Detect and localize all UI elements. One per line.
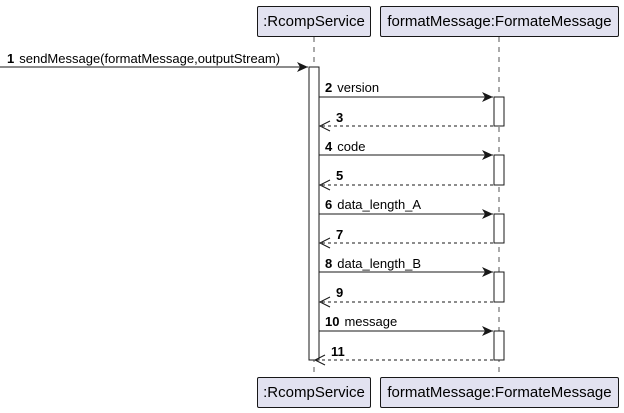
message-7-arrowhead (318, 237, 331, 249)
participant-format-message-top: formatMessage:FormateMessage (380, 6, 619, 37)
activation-format-5 (493, 330, 505, 361)
activation-format-3 (493, 213, 505, 244)
participant-rcomp-service-bottom: :RcompService (257, 377, 371, 408)
message-5-arrowhead (318, 179, 331, 191)
activation-format-1 (493, 96, 505, 127)
participant-rcomp-service-top: :RcompService (257, 6, 371, 37)
message-11-label: 11 (331, 344, 345, 359)
message-9-arrowhead (318, 296, 331, 308)
message-7-label: 7 (336, 227, 343, 242)
message-5-label: 5 (336, 168, 343, 183)
message-9-label: 9 (336, 285, 343, 300)
activation-format-4 (493, 271, 505, 303)
activation-format-2 (493, 154, 505, 186)
message-3-arrowhead (318, 120, 331, 132)
message-3-label: 3 (336, 110, 343, 125)
message-11-arrowhead (313, 354, 326, 366)
activation-rcomp-service (308, 66, 320, 361)
participant-format-message-bottom: formatMessage:FormateMessage (380, 377, 619, 408)
